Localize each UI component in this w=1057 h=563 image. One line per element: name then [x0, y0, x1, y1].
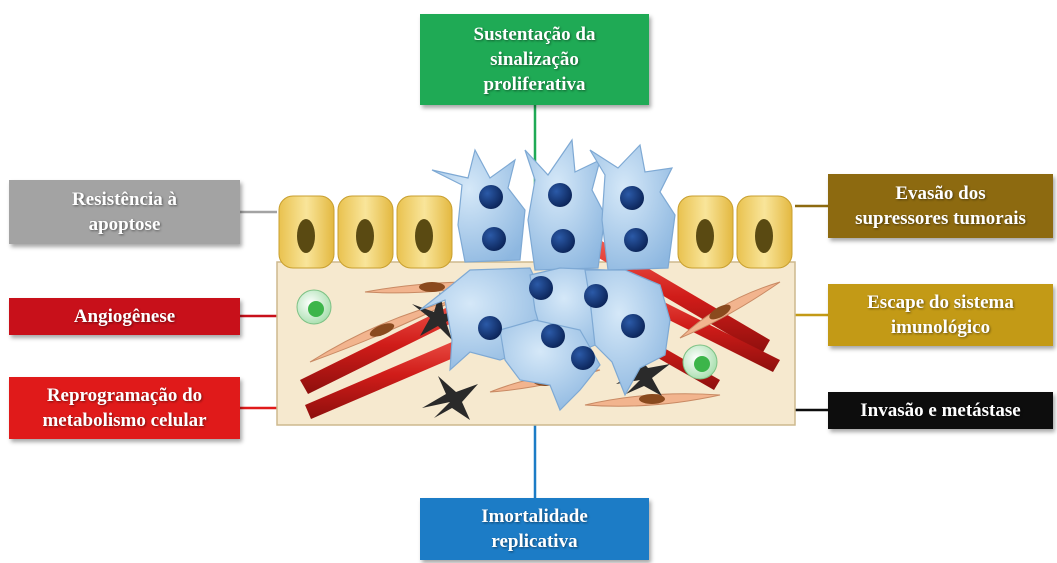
hallmark-resisting-apoptosis: Resistência à apoptose: [9, 180, 240, 244]
hallmark-sustaining-proliferative-signaling: Sustentação da sinalização proliferativa: [420, 14, 649, 105]
hallmark-replicative-immortality: Imortalidade replicativa: [420, 498, 649, 560]
hallmark-angiogenesis: Angiogênese: [9, 298, 240, 335]
hallmark-evading-growth-suppressors: Evasão dos supressores tumorais: [828, 174, 1053, 238]
hallmark-invasion-metastasis: Invasão e metástase: [828, 392, 1053, 429]
hallmark-metabolic-reprogramming: Reprogramação do metabolismo celular: [9, 377, 240, 439]
hallmark-immune-escape: Escape do sistema imunológico: [828, 284, 1053, 346]
